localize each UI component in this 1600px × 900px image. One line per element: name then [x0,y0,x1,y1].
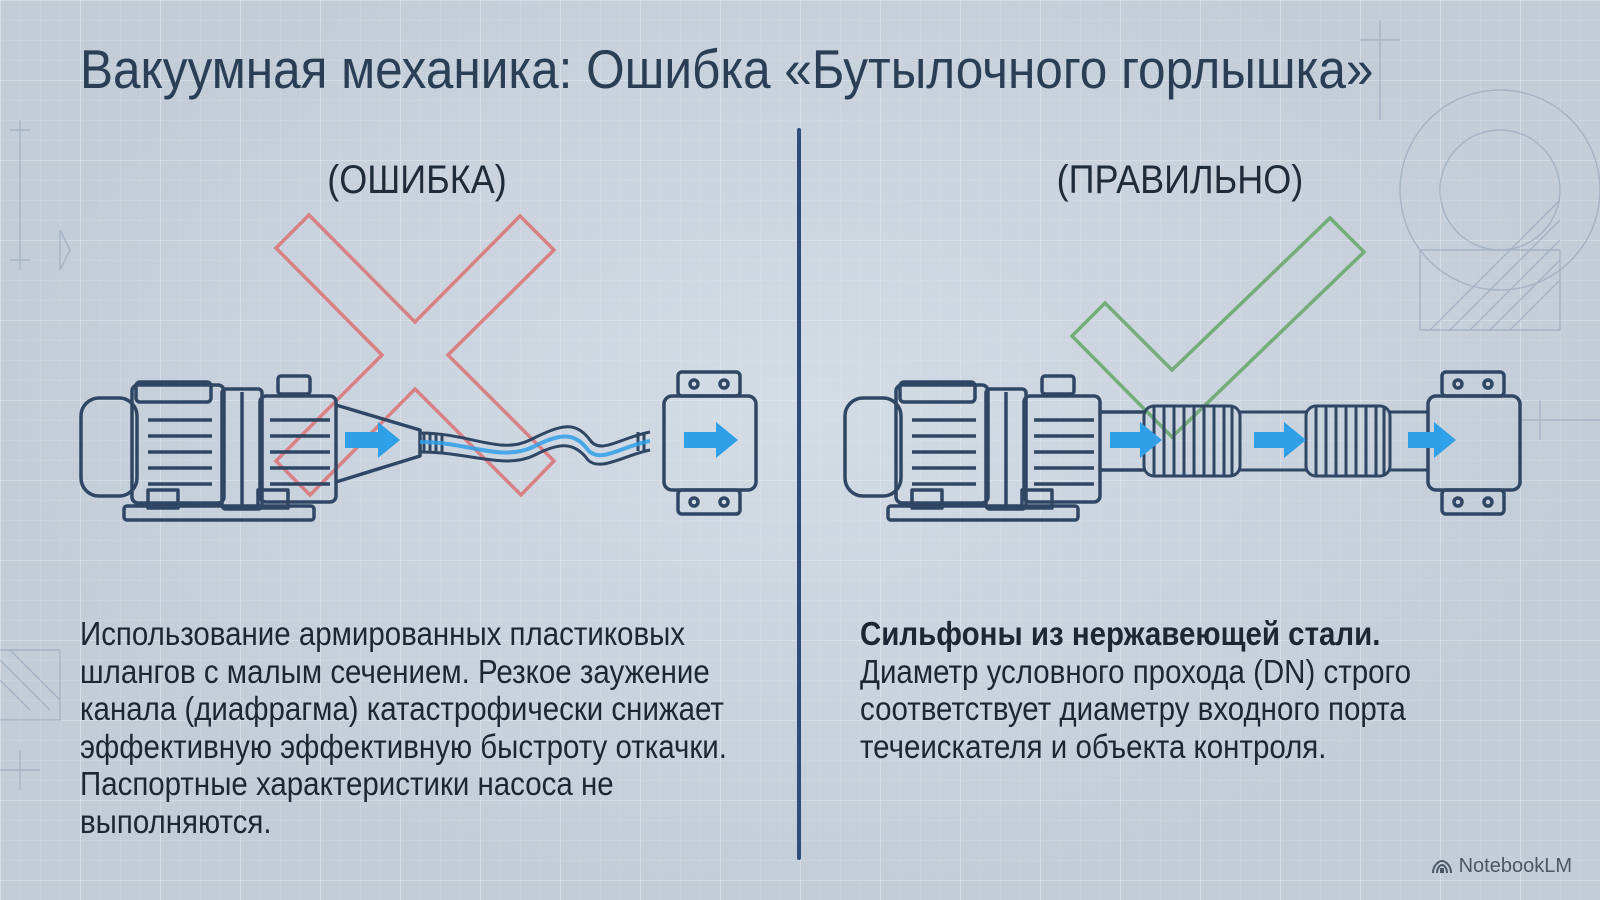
flow-path-line [419,434,651,458]
flow-arrow-icon [1408,422,1456,458]
check-mark-icon [1069,215,1367,440]
notebooklm-watermark: NotebookLM [1431,855,1572,878]
leak-detector-left [662,370,758,516]
right-panel-heading: (ПРАВИЛЬНО) [1056,158,1304,202]
correct-setup-illustration [843,215,1522,522]
correct-description-text: Диаметр условного прохода (DN) строго со… [860,653,1412,766]
wrong-panel-heading: (ОШИБКА) [327,158,507,202]
flow-arrow-icon [1254,422,1306,458]
page-title: Вакуумная механика: Ошибка «Бутылочного … [80,38,1374,100]
wrong-description: Использование армированных пластиковых ш… [80,616,727,841]
vacuum-pump-left [79,374,422,522]
flow-arrow-icon [684,422,738,458]
correct-description-bold: Сильфоны из нержавеющей стали. [860,616,1381,653]
cross-mark-icon [273,212,557,498]
watermark-text: NotebookLM [1458,855,1572,877]
panel-divider [797,128,801,860]
correct-description: Сильфоны из нержавеющей стали. Диаметр у… [860,616,1555,766]
flow-arrow-icon [1110,422,1162,458]
flow-arrow-icon [345,422,400,458]
vacuum-pump-right [843,374,1144,522]
wrong-setup-illustration [79,212,758,522]
stainless-bellows-hose [1142,404,1428,478]
notebooklm-logo-icon [1431,859,1452,873]
